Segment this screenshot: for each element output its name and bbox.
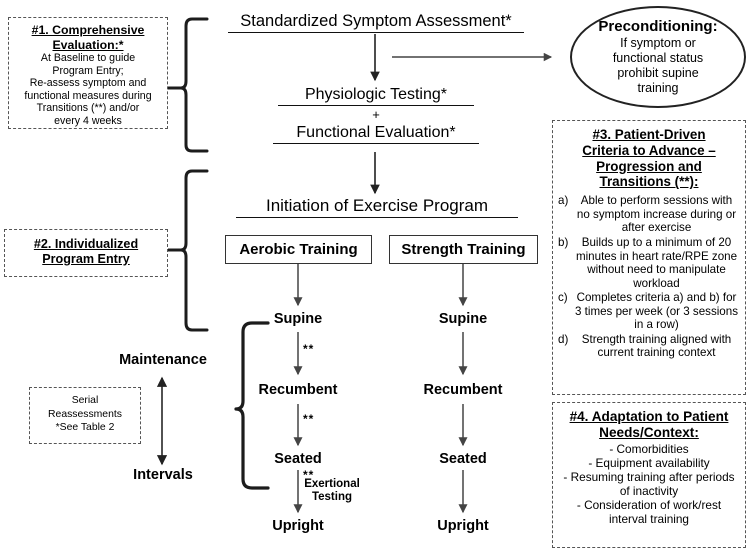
brace-evaluation (179, 17, 209, 153)
criterion-row-a: a) Able to perform sessions with no symp… (558, 194, 740, 235)
criterion-c-text: Completes criteria a) and b) for 3 times… (574, 291, 739, 332)
box3-heading-3: Transitions (**): (599, 174, 699, 190)
strength-stage-seated: Seated (439, 451, 487, 467)
box1-body-line-0: At Baseline to guide (40, 52, 136, 64)
ellipse-preconditioning[interactable]: Preconditioning: If symptom or functiona… (570, 6, 746, 108)
box1-body-line-3: functional measures during (24, 89, 152, 102)
exertional-line2: Testing (311, 490, 353, 503)
criterion-a-text: Able to perform sessions with no symptom… (576, 194, 737, 235)
box3-heading-0: #3. Patient-Driven (592, 127, 706, 142)
strength-training-label: Strength Training (401, 241, 526, 258)
heading-standardized-symptom-assessment: Standardized Symptom Assessment* (228, 12, 524, 33)
box-patient-driven-criteria[interactable]: #3. Patient-Driven Criteria to Advance –… (552, 120, 746, 395)
preconditioning-line-0: If symptom or (620, 36, 696, 50)
box4-item-1: - Equipment availability (588, 455, 710, 470)
box1-body-line-4: Transitions (**) and/or (36, 102, 140, 114)
box4-heading-1: Needs/Context: (599, 425, 699, 441)
heading-functional-evaluation: Functional Evaluation* (273, 124, 479, 144)
aerobic-stage-recumbent: Recumbent (258, 382, 338, 398)
preconditioning-line-1: functional status (612, 51, 704, 65)
box4-item-2: - Resuming training after periods of ina… (563, 469, 735, 498)
aerobic-transition-mark-2: ** (303, 412, 315, 426)
aerobic-transition-mark-3: ** (303, 468, 315, 482)
criterion-a-label: a) (558, 194, 569, 208)
criterion-c-label: c) (558, 291, 568, 305)
preconditioning-title: Preconditioning: (598, 18, 718, 35)
box1-heading-line2: Evaluation:* (52, 37, 124, 52)
aerobic-exertional-testing-label: Exertional Testing (296, 478, 368, 503)
aerobic-transition-mark-1: ** (303, 342, 315, 356)
aerobic-stage-seated: Seated (274, 451, 322, 467)
label-plus-sign: + (372, 107, 380, 122)
box4-heading-0: #4. Adaptation to Patient (569, 409, 729, 424)
box-adaptation-to-patient-needs[interactable]: #4. Adaptation to Patient Needs/Context:… (552, 402, 746, 548)
box1-body-line-5: every 4 weeks (54, 114, 122, 127)
box2-heading-line2: Program Entry (42, 251, 130, 266)
box-serial-reassessments[interactable]: Serial Reassessments *See Table 2 (29, 387, 141, 444)
brace-program-entry (179, 169, 209, 332)
serial-line-0: Serial (71, 395, 99, 406)
criterion-d-label: d) (558, 332, 569, 346)
box-individualized-program-entry[interactable]: #2. Individualized Program Entry (4, 229, 168, 277)
box2-heading-line1: #2. Individualized (33, 237, 139, 251)
box4-item-3: - Consideration of work/rest interval tr… (576, 497, 722, 526)
strength-stage-supine: Supine (438, 311, 488, 327)
aerobic-stage-supine: Supine (273, 311, 323, 327)
strength-stage-recumbent: Recumbent (423, 382, 503, 398)
serial-line-1: Reassessments (48, 408, 122, 420)
criterion-b-label: b) (558, 235, 569, 249)
criterion-d-text: Strength training aligned with current t… (581, 332, 732, 360)
criterion-b-text: Builds up to a minimum of 20 minutes in … (575, 235, 738, 290)
serial-line-2: *See Table 2 (55, 422, 115, 434)
box1-heading-line1: #1. Comprehensive (31, 23, 145, 37)
box-strength-training[interactable]: Strength Training (389, 235, 538, 264)
box-comprehensive-evaluation[interactable]: #1. Comprehensive Evaluation:* At Baseli… (8, 17, 168, 129)
label-intervals: Intervals (133, 467, 193, 483)
box1-body-line-1: Program Entry; (52, 64, 124, 77)
criterion-row-c: c) Completes criteria a) and b) for 3 ti… (558, 291, 740, 332)
label-maintenance: Maintenance (119, 352, 207, 368)
criterion-row-b: b) Builds up to a minimum of 20 minutes … (558, 236, 740, 290)
aerobic-stage-upright: Upright (272, 518, 324, 534)
preconditioning-line-3: training (637, 81, 679, 95)
box-aerobic-training[interactable]: Aerobic Training (225, 235, 372, 264)
box3-heading-1: Criteria to Advance – (582, 142, 716, 158)
exertional-line1: Exertional (304, 478, 360, 490)
aerobic-training-label: Aerobic Training (239, 241, 358, 258)
heading-physiologic-testing: Physiologic Testing* (278, 86, 474, 106)
criterion-row-d: d) Strength training aligned with curren… (558, 333, 740, 360)
heading-initiation-of-exercise-program: Initiation of Exercise Program (236, 196, 518, 218)
box1-body-line-2: Re-assess symptom and (29, 77, 147, 89)
box4-item-0: - Comorbidities (609, 442, 689, 457)
preconditioning-line-2: prohibit supine (617, 66, 699, 80)
strength-stage-upright: Upright (437, 518, 489, 534)
box3-heading-2: Progression and (596, 158, 702, 174)
